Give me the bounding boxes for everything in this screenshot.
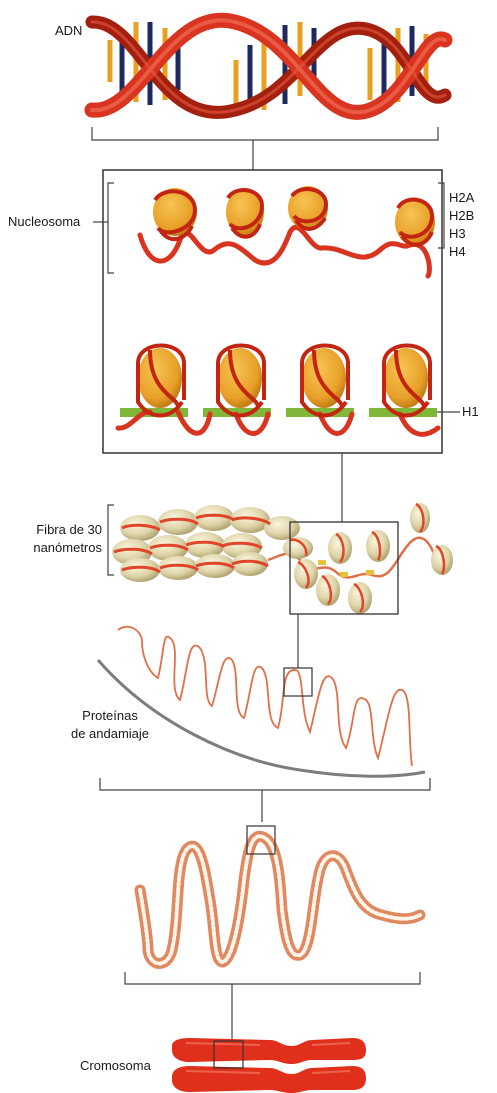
label-h4: H4 xyxy=(449,244,466,260)
label-h2b: H2B xyxy=(449,208,474,224)
label-adn: ADN xyxy=(55,23,82,39)
bracket-condensed xyxy=(125,972,420,1043)
label-cromosoma: Cromosoma xyxy=(80,1058,151,1074)
fiber-bead xyxy=(431,545,453,575)
label-nucleosoma: Nucleosoma xyxy=(8,214,80,230)
fiber-bead xyxy=(316,574,340,606)
chromosome-icon xyxy=(172,1038,366,1093)
label-proteinas-line1: Proteínas xyxy=(60,708,160,724)
bracket-dna xyxy=(92,127,438,170)
label-h3: H3 xyxy=(449,226,466,242)
bracket-histones xyxy=(438,183,444,248)
fiber-bead xyxy=(348,582,372,614)
condensed-chromatin xyxy=(140,836,420,963)
fiber-30nm xyxy=(112,503,453,614)
bracket-loops xyxy=(100,778,430,822)
dna-helix xyxy=(92,20,445,112)
label-fibra-line2: nanómetros xyxy=(6,540,102,556)
label-proteinas-line2: de andamiaje xyxy=(60,726,160,742)
label-h1: H1 xyxy=(462,404,479,420)
bracket-nucleosoma xyxy=(108,183,114,273)
fiber-bead xyxy=(366,530,390,562)
label-h2a: H2A xyxy=(449,190,474,206)
nucleosomes-with-h1 xyxy=(118,346,460,435)
fiber-bead xyxy=(294,559,318,589)
chromatin-loop xyxy=(118,627,412,766)
beads-on-string xyxy=(140,186,435,276)
label-fibra-line1: Fibra de 30 xyxy=(6,522,102,538)
scaffold-loops xyxy=(98,627,425,776)
fiber-coil xyxy=(112,505,300,582)
bracket-fibra xyxy=(108,505,114,575)
